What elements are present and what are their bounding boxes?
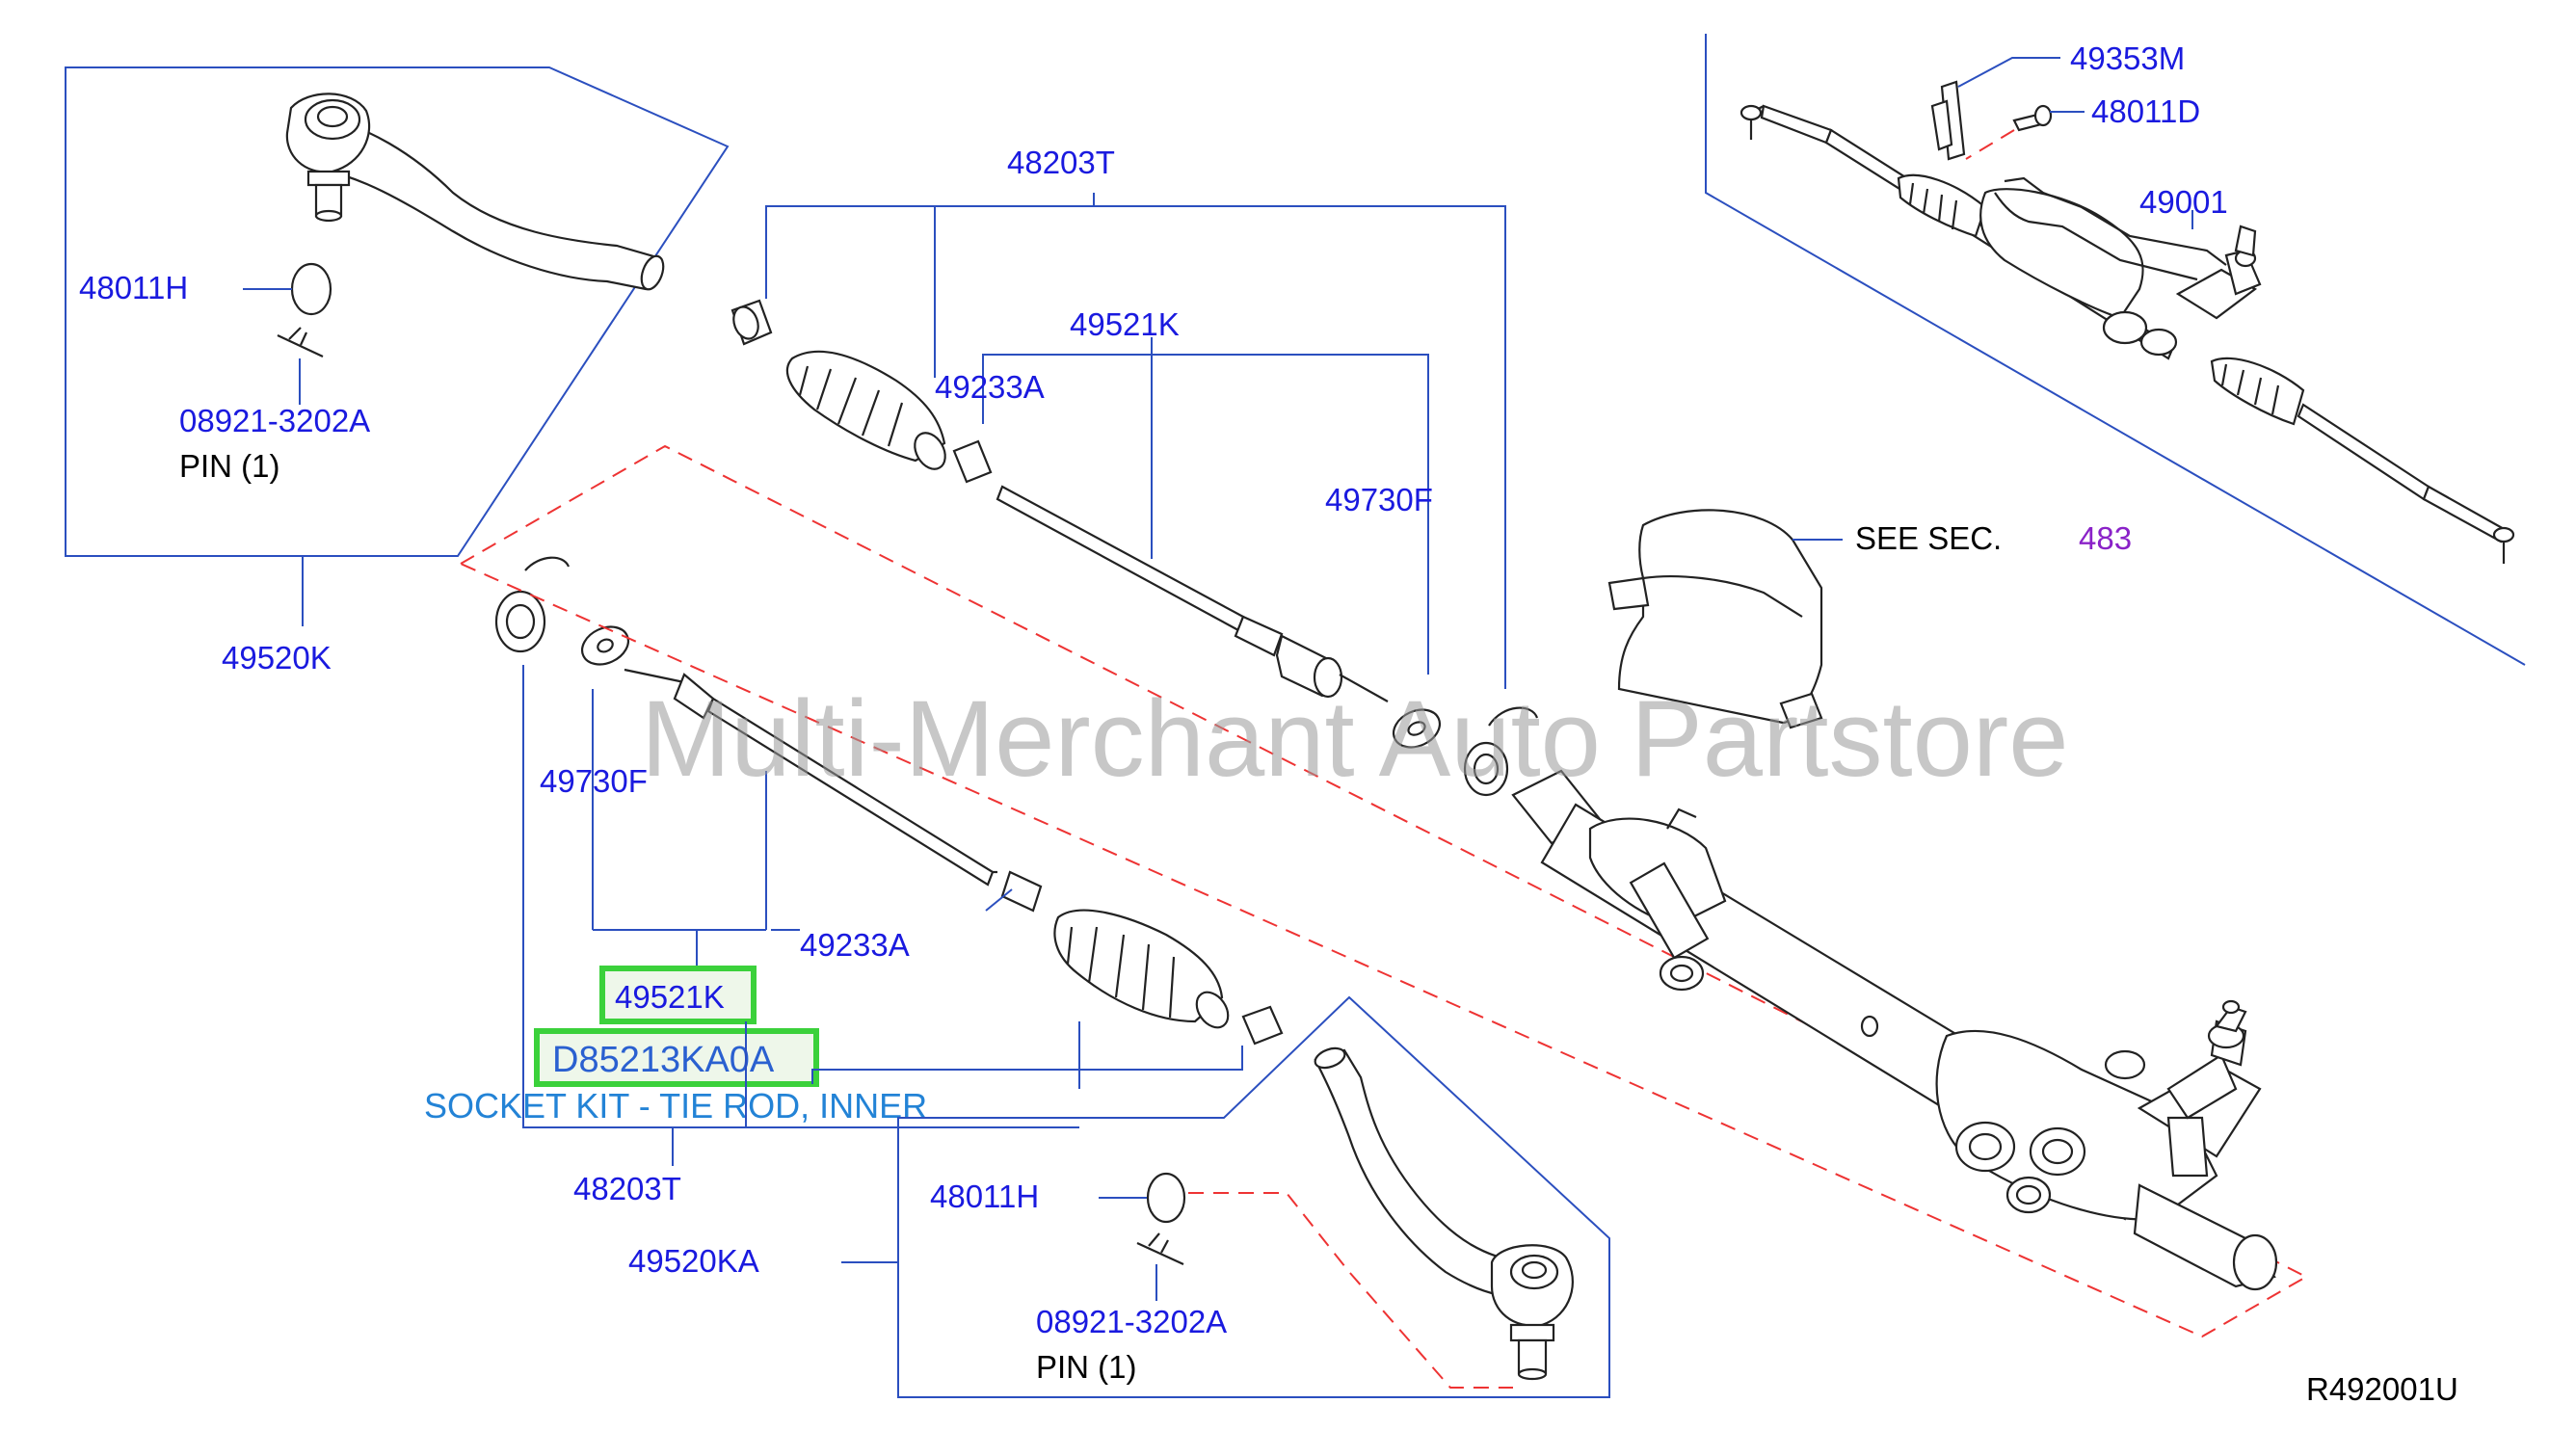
label-48011d[interactable]: 48011D	[2091, 93, 2200, 129]
outer-tie-rod-box	[65, 66, 730, 557]
label-49521k-top[interactable]: 49521K	[1070, 306, 1180, 342]
label-49001[interactable]: 49001	[2139, 184, 2228, 220]
dashed-link-48011d	[1965, 129, 2015, 160]
boot-seal-48011h-top	[290, 262, 332, 316]
label-49521k-highlight[interactable]: 49521K	[615, 979, 725, 1015]
label-48011h-bottom[interactable]: 48011H	[930, 1178, 1039, 1214]
label-08921-3202a-bottom[interactable]: 08921-3202A	[1036, 1304, 1227, 1339]
watermark: Multi-Merchant Auto Partstore	[641, 678, 2068, 799]
label-48203t-bottom[interactable]: 48203T	[573, 1171, 681, 1206]
label-diagram-ref-code: R492001U	[2306, 1371, 2458, 1407]
label-49520ka[interactable]: 49520KA	[628, 1243, 759, 1279]
label-49730f-mid[interactable]: 49730F	[540, 763, 648, 799]
label-49233a-top[interactable]: 49233A	[935, 369, 1045, 405]
label-48011h-top[interactable]: 48011H	[79, 270, 188, 305]
label-49233a-mid[interactable]: 49233A	[800, 927, 910, 963]
mounting-bracket-49353m	[1930, 80, 1966, 161]
full-rack-assembly-illustration	[1739, 104, 2515, 564]
outer-tie-rod-end-illustration	[285, 93, 665, 291]
bolt-48011d	[2012, 104, 2053, 132]
label-48203t-top[interactable]: 48203T	[1007, 145, 1115, 180]
label-pin-bottom: PIN (1)	[1036, 1349, 1137, 1385]
dashed-link-bottom	[1188, 1192, 1513, 1389]
outer-tie-rod-end-bottom-illustration	[1314, 1046, 1574, 1381]
lower-inner-tie-rod-illustration	[494, 556, 1284, 1046]
highlight-box-49521k	[599, 966, 757, 1024]
label-d85213ka0a[interactable]: D85213KA0A	[552, 1040, 775, 1080]
link-socket-kit-tie-rod-inner[interactable]: SOCKET KIT - TIE ROD, INNER	[424, 1086, 927, 1125]
label-49520k[interactable]: 49520K	[222, 640, 332, 675]
label-49353m[interactable]: 49353M	[2070, 40, 2185, 76]
inset-outline	[1705, 34, 2526, 666]
cotter-pin-top	[277, 327, 324, 358]
steering-rack-housing-illustration	[1511, 769, 2278, 1291]
heat-shield-illustration	[1607, 509, 1823, 729]
highlight-box-d85213ka0a	[534, 1028, 819, 1087]
label-see-sec: SEE SEC.	[1855, 520, 2002, 556]
link-section-483[interactable]: 483	[2079, 520, 2132, 556]
label-49730f-top[interactable]: 49730F	[1325, 482, 1433, 517]
upper-inner-tie-rod-illustration	[730, 299, 1539, 797]
label-pin-top: PIN (1)	[179, 448, 280, 484]
boot-seal-48011h-bottom	[1146, 1172, 1186, 1224]
label-08921-3202a-top[interactable]: 08921-3202A	[179, 403, 370, 438]
dashed-assembly-outline	[458, 444, 2309, 1338]
outer-tie-rod-box-bottom	[897, 995, 1610, 1398]
cotter-pin-bottom	[1136, 1232, 1184, 1265]
